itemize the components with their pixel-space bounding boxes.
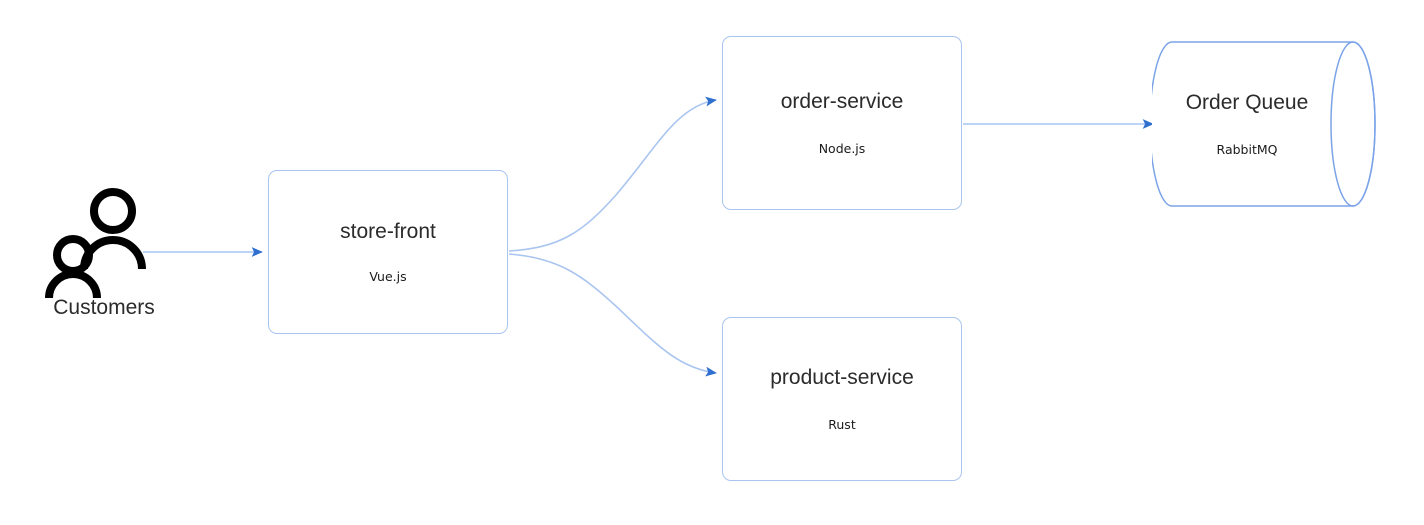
node-customers[interactable]: Customers bbox=[34, 186, 182, 332]
node-store-front[interactable]: store-front Vue.js bbox=[268, 170, 508, 334]
edge-store-front-to-product-service bbox=[508, 253, 717, 377]
node-store-front-title: store-front bbox=[340, 219, 436, 243]
node-store-front-subtitle: Vue.js bbox=[369, 269, 407, 285]
two-people-icon bbox=[45, 188, 146, 298]
node-order-service[interactable]: order-service Node.js bbox=[722, 36, 962, 210]
node-product-service-subtitle: Rust bbox=[828, 417, 856, 433]
node-product-service-title: product-service bbox=[770, 365, 914, 389]
node-order-service-title: order-service bbox=[780, 89, 904, 113]
cylinder-shape bbox=[1152, 41, 1376, 207]
edge-store-front-to-order-service bbox=[508, 96, 717, 252]
node-product-service[interactable]: product-service Rust bbox=[722, 317, 962, 481]
node-customers-label: Customers bbox=[53, 296, 155, 319]
node-order-service-subtitle: Node.js bbox=[818, 141, 866, 157]
node-order-queue[interactable]: Order Queue RabbitMQ bbox=[1152, 36, 1384, 212]
